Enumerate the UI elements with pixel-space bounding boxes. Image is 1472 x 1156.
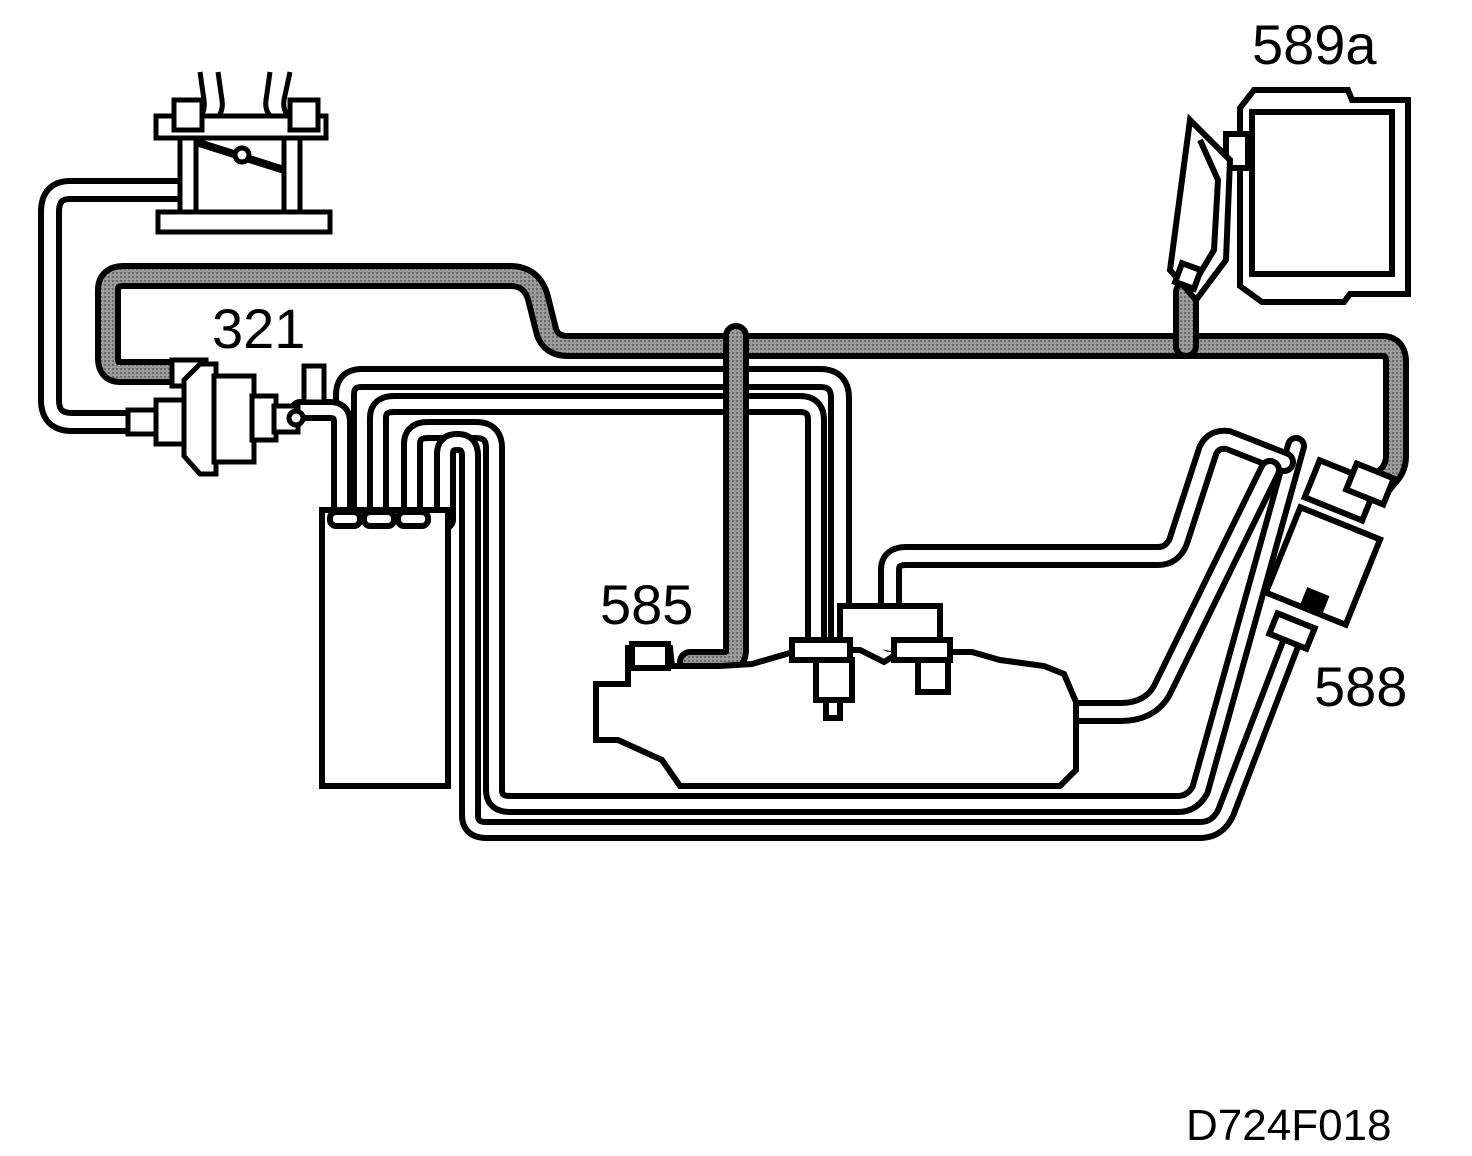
- pump-588: [1261, 456, 1398, 653]
- hose-throttle-to-valve: [38, 178, 200, 434]
- engine-block: [593, 603, 1079, 789]
- hose-canister-1: [333, 366, 852, 652]
- figure-code: D724F018: [1186, 1101, 1391, 1150]
- label-588: 588: [1314, 655, 1407, 718]
- hose-valve-to-canister: [289, 399, 353, 531]
- label-321: 321: [212, 297, 305, 360]
- canister: [319, 507, 451, 789]
- valve-321: [125, 357, 327, 477]
- light-hoses: [38, 178, 1307, 841]
- hose-canister-to-pump-inner: [401, 419, 1307, 815]
- label-589a: 589a: [1252, 13, 1377, 76]
- control-box-589a: [1166, 87, 1411, 305]
- dark-hoses: [95, 263, 1409, 675]
- hose-canister-to-pump-outer: [434, 431, 1303, 841]
- hose-engine-lower-right: [1064, 458, 1282, 724]
- throttle-body: [153, 71, 333, 235]
- hose-engine-to-pump: [878, 427, 1296, 652]
- hose-canister-2: [367, 393, 827, 651]
- label-585: 585: [600, 573, 693, 636]
